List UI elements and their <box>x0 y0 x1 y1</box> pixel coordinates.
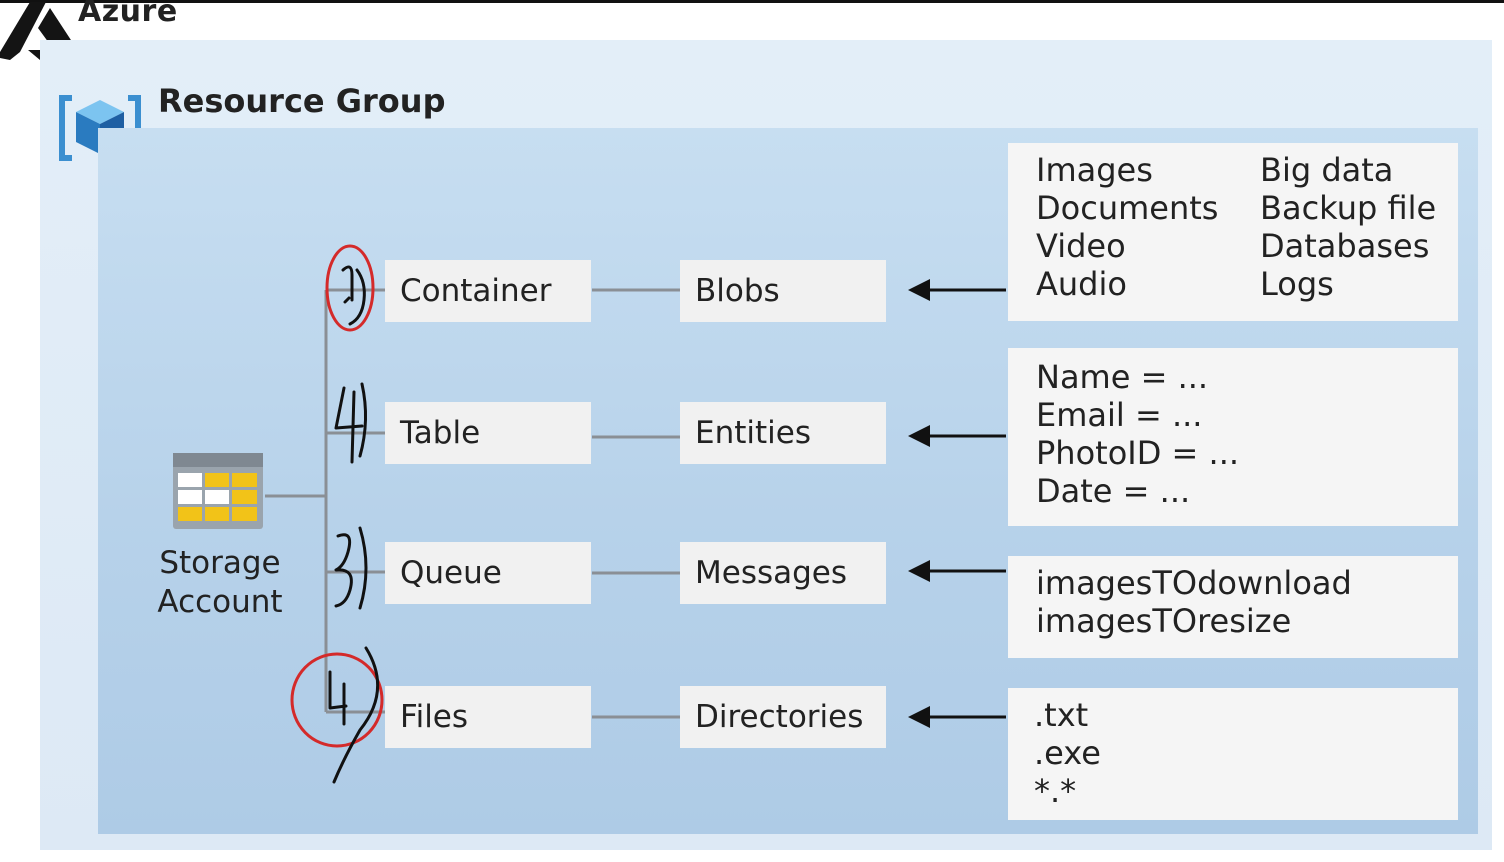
arrow-left-icon <box>908 706 1006 728</box>
example-name: Name = ... <box>1036 358 1209 396</box>
example-audio: Audio <box>1036 265 1127 303</box>
annotation-4 <box>328 670 348 726</box>
messages-node: Messages <box>680 542 886 604</box>
queue-node: Queue <box>385 542 591 604</box>
azure-title: Azure <box>78 0 178 29</box>
example-email: Email = ... <box>1036 396 1203 434</box>
example-imagestodownload: imagesTOdownload <box>1036 564 1352 602</box>
example-exe: .exe <box>1034 734 1101 772</box>
directories-examples-box: .txt .exe *.* <box>1008 688 1458 820</box>
example-documents: Documents <box>1036 189 1219 227</box>
annotation-1 <box>341 265 354 304</box>
annotation-circle-4 <box>290 652 384 748</box>
example-video: Video <box>1036 227 1126 265</box>
example-photoid: PhotoID = ... <box>1036 434 1240 472</box>
storage-account-line2: Account <box>157 584 283 620</box>
example-date: Date = ... <box>1036 472 1191 510</box>
entities-node: Entities <box>680 402 886 464</box>
example-logs: Logs <box>1260 265 1334 303</box>
annotation-3 <box>334 533 353 608</box>
top-border <box>0 0 1504 3</box>
files-node: Files <box>385 686 591 748</box>
arrow-left-icon <box>908 279 1006 301</box>
messages-examples-box: imagesTOdownload imagesTOresize <box>1008 556 1458 658</box>
arrow-left-icon <box>908 425 1006 447</box>
container-node: Container <box>385 260 591 322</box>
example-big-data: Big data <box>1260 151 1394 189</box>
example-wildcard: *.* <box>1034 772 1077 810</box>
entities-examples-box: Name = ... Email = ... PhotoID = ... Dat… <box>1008 348 1458 526</box>
resource-group-title: Resource Group <box>158 82 446 120</box>
storage-account-label: Storage Account <box>140 544 300 622</box>
storage-account-icon <box>173 453 263 529</box>
example-txt: .txt <box>1034 696 1089 734</box>
arrow-left-icon <box>908 560 1006 582</box>
example-imagestoresize: imagesTOresize <box>1036 602 1292 640</box>
blobs-node: Blobs <box>680 260 886 322</box>
example-images: Images <box>1036 151 1153 189</box>
storage-account-line1: Storage <box>159 545 281 581</box>
blobs-examples-box: Images Documents Video Audio Big data Ba… <box>1008 143 1458 321</box>
example-backup-file: Backup file <box>1260 189 1437 227</box>
table-node: Table <box>385 402 591 464</box>
annotation-2 <box>334 386 364 464</box>
annotation-circle-1 <box>325 244 375 332</box>
directories-node: Directories <box>680 686 886 748</box>
example-databases: Databases <box>1260 227 1430 265</box>
